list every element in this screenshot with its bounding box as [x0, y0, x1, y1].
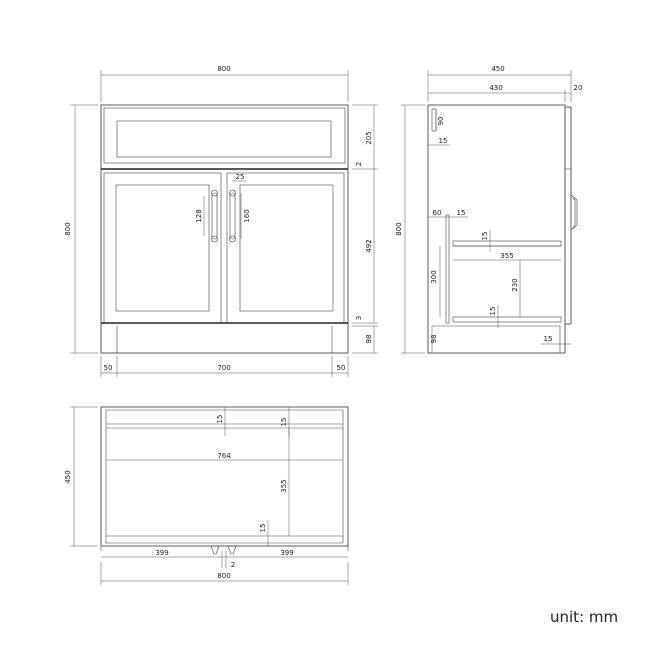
door-thickness-label: 20 — [574, 84, 583, 92]
cabinet-outline — [100, 104, 349, 354]
inner-depth-label: 355 — [280, 479, 288, 492]
front-width-label: 800 — [217, 65, 230, 73]
right-handle-icon — [229, 189, 236, 243]
side-height-label: 800 — [395, 222, 403, 235]
drawer-panel — [116, 120, 332, 158]
right-handle-top-icon — [227, 545, 237, 555]
left-door-panel — [115, 184, 210, 312]
back-panel-label: 15 — [457, 209, 466, 217]
top-panel-label: 15 — [439, 137, 448, 145]
inner-width-label: 764 — [217, 452, 231, 460]
body-depth-label: 430 — [489, 84, 502, 92]
top-outline — [100, 406, 349, 547]
door-height-label: 492 — [365, 239, 373, 252]
unit-label: unit: mm — [550, 608, 619, 626]
shelf-offset-label: 60 — [433, 209, 442, 217]
drawer-frame — [103, 107, 346, 164]
top-width-label: 800 — [217, 572, 230, 580]
top-rail — [431, 108, 437, 132]
right-handle-length-label: 160 — [243, 209, 251, 222]
left-half-label: 399 — [155, 549, 168, 557]
top-rail-label: 90 — [437, 117, 445, 126]
side-panel-thickness-label: 15 — [280, 418, 288, 427]
shelf — [452, 240, 562, 247]
top-rail-thickness-label: 15 — [216, 415, 224, 424]
shelf-thickness-label: 15 — [481, 232, 489, 241]
bottom-panel-label: 15 — [489, 307, 497, 316]
lower-height-label: 300 — [430, 270, 438, 283]
plinth-height-label: 98 — [365, 335, 373, 344]
side-view: 450 430 20 90 15 800 60 15 15 355 300 23… — [395, 65, 583, 354]
left-leg-label: 50 — [104, 364, 113, 372]
bottom-rail-label: 15 — [259, 524, 267, 533]
back-panel — [445, 214, 450, 324]
right-door-panel — [239, 184, 334, 312]
right-leg-label: 50 — [337, 364, 346, 372]
side-handle-icon — [570, 194, 578, 231]
plinth-recess-label: 15 — [544, 335, 553, 343]
side-plinth-height-label: 98 — [430, 335, 438, 344]
plinth-width-label: 700 — [217, 364, 230, 372]
left-handle-top-icon — [210, 545, 220, 555]
left-handle-icon — [211, 189, 218, 243]
right-half-label: 399 — [280, 549, 293, 557]
gap-label: 2 — [355, 162, 363, 166]
top-depth-label: 450 — [64, 470, 72, 483]
shelf-depth-label: 355 — [500, 252, 513, 260]
shelf-clearance-label: 230 — [511, 278, 519, 291]
right-door — [226, 172, 345, 324]
center-gap-label: 2 — [231, 561, 235, 569]
left-handle-length-label: 128 — [195, 209, 203, 222]
side-depth-label: 450 — [491, 65, 504, 73]
bottom-panel — [452, 316, 562, 323]
handle-offset-label: 25 — [236, 173, 245, 181]
front-view: 800 800 205 2 492 3 98 25 128 160 50 700… — [64, 65, 378, 377]
plinth-gap-label: 3 — [355, 316, 363, 320]
top-view: 450 15 15 764 355 15 399 2 399 800 — [64, 406, 349, 585]
side-body — [427, 104, 566, 354]
left-door — [103, 172, 222, 324]
drawer-height-label: 205 — [365, 131, 373, 144]
front-height-label: 800 — [64, 222, 72, 235]
